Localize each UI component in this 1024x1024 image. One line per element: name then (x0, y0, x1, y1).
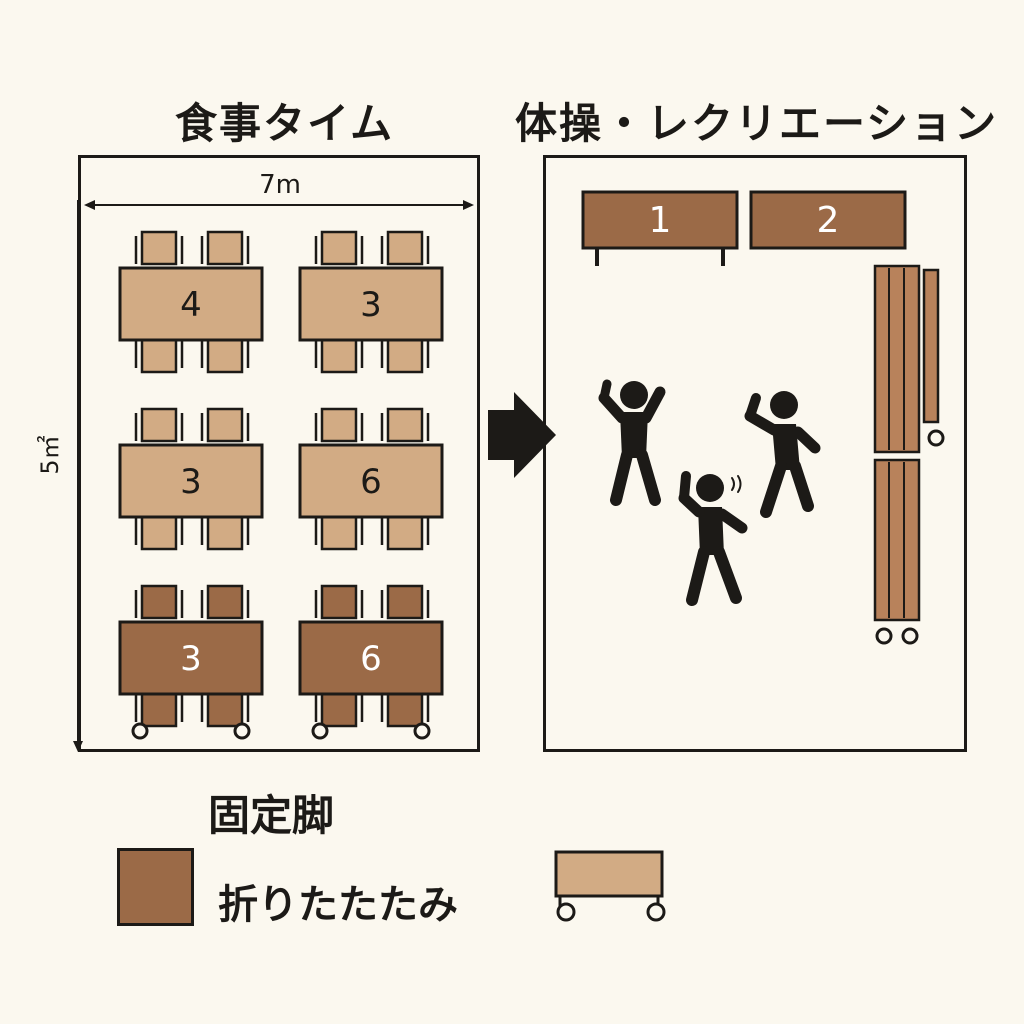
legend-folding-swatch (117, 848, 194, 926)
wheel-icon (311, 722, 329, 740)
wheel-icon (413, 722, 431, 740)
legend-folding-table-icon (554, 850, 666, 922)
folded-table-stack (873, 264, 945, 645)
chair (386, 584, 424, 620)
person-stretching-icon (744, 391, 821, 518)
table-number: 4 (180, 285, 202, 325)
width-label: 7m (259, 170, 301, 200)
table-top (118, 443, 264, 519)
table-top (581, 190, 739, 250)
chair (140, 515, 178, 551)
chair (386, 515, 424, 551)
dining-layout-panel (78, 155, 480, 752)
table-number: 3 (180, 462, 202, 502)
table-top (118, 620, 264, 696)
dining-table: 6 (298, 584, 444, 740)
dining-tables: 4 3 3 6 3 6 (118, 230, 444, 740)
table-number: 3 (180, 639, 202, 679)
width-dimension-line (84, 200, 474, 210)
chair (206, 515, 244, 551)
dining-time-title: 食事タイム (175, 99, 395, 148)
dining-table: 3 (298, 230, 444, 374)
table-number: 1 (649, 200, 672, 241)
dining-table: 4 (118, 230, 264, 374)
table-top (298, 266, 444, 342)
chair (206, 407, 244, 443)
dining-table: 6 (298, 407, 444, 551)
wheel-icon (233, 722, 251, 740)
height-dimension-line (73, 200, 83, 752)
chair (320, 407, 358, 443)
chair (140, 584, 178, 620)
dining-table: 3 (118, 584, 264, 740)
exercise-layout-panel (543, 155, 967, 752)
exercise-recreation-title: 体操・レクリエーション (515, 99, 999, 148)
table-top (749, 190, 907, 250)
chair (320, 515, 358, 551)
table-top (298, 620, 444, 696)
chair (386, 338, 424, 374)
chair (206, 584, 244, 620)
chair (140, 230, 178, 266)
chair (320, 338, 358, 374)
chair (140, 692, 178, 728)
person-waving-icon (678, 471, 748, 606)
dining-table: 3 (118, 407, 264, 551)
chair (386, 407, 424, 443)
legend-fixed-legs-label: 固定脚 (208, 791, 335, 840)
chair (140, 338, 178, 374)
stored-table: 1 (581, 190, 739, 266)
height-label: 5㎡ (36, 435, 64, 474)
chair (140, 407, 178, 443)
chair (386, 692, 424, 728)
legend-folding-label: 折りたたたみ (218, 882, 458, 928)
chair (320, 692, 358, 728)
chair (206, 692, 244, 728)
person-arms-up-icon (598, 379, 666, 506)
table-top (118, 266, 264, 342)
stored-table: 2 (749, 190, 907, 250)
chair (320, 584, 358, 620)
chair (206, 230, 244, 266)
table-number: 6 (360, 639, 382, 679)
table-number: 2 (817, 200, 840, 241)
chair (386, 230, 424, 266)
chair (320, 230, 358, 266)
table-number: 3 (360, 285, 382, 325)
wheel-icon (131, 722, 149, 740)
table-number: 6 (360, 462, 382, 502)
right-arrow-icon (488, 392, 556, 478)
chair (206, 338, 244, 374)
table-top (298, 443, 444, 519)
